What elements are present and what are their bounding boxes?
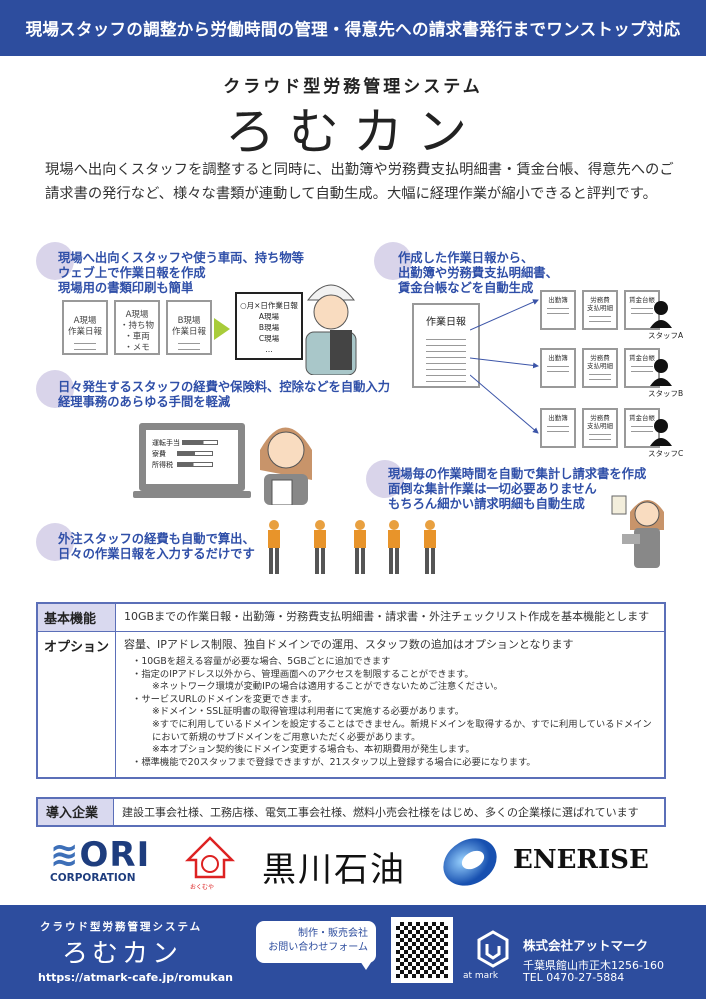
laptop-illustration: 運転手当 寮費 所得税 — [139, 423, 245, 491]
company-address: 千葉県館山市正木1256-160 — [523, 959, 664, 972]
option-note: ※本オプション契約後にドメイン変更する場合も、本初期費用が発生します。 — [152, 744, 475, 756]
footer-subtitle: クラウド型労務管理システム — [40, 921, 203, 933]
person-icon — [650, 359, 672, 386]
feature-1-text: 現場へ出向くスタッフや使う車両、持ち物等ウェブ上で作業日報を作成現場用の書類印刷… — [58, 251, 304, 295]
document-icon: B現場作業日報 — [166, 300, 212, 355]
okumuya-logo-text: おくむや — [190, 884, 215, 891]
document-icon: A現場・持ち物・車両・メモ — [114, 300, 160, 355]
worker-illustration — [305, 284, 357, 375]
arrow-right-icon — [214, 318, 230, 340]
option-note: ※ネットワーク環境が変動IPの場合は適用することができないためご注意ください。 — [152, 681, 503, 693]
option-text: 容量、IPアドレス制限、独自ドメインでの運用、スタッフ数の追加はオプションとなり… — [124, 638, 574, 651]
staff-document: 労務費支払明細 — [582, 348, 618, 388]
option-note: ※ドメイン・SSL証明書の取得管理は利用者にて実施する必要があります。 — [152, 706, 465, 718]
staff-document: 出勤簿 — [540, 348, 576, 388]
kurokawa-logo: 黒川石油 — [262, 850, 406, 890]
staff-label: スタッフB — [648, 389, 684, 398]
construction-worker-illustration — [388, 520, 400, 574]
footer-title: ろむカン — [62, 939, 183, 969]
company-tel: TEL 0470-27-5884 — [523, 971, 625, 984]
staff-label: スタッフC — [648, 449, 684, 458]
option-list: ・10GBを超える容量が必要な場合、5GBごとに追加できます ・指定のIPアドレ… — [132, 656, 656, 769]
footer: クラウド型労務管理システム ろむカン https://atmark-cafe.j… — [0, 905, 706, 999]
atmark-logo-icon — [477, 930, 509, 968]
daily-report-document: 作業日報 — [412, 303, 480, 388]
flow-arrows — [470, 299, 539, 434]
feature-4-text: 現場毎の作業時間を自動で集計し請求書を作成面倒な集計作業は一切必要ありませんもち… — [388, 467, 647, 511]
woman-illustration — [260, 427, 312, 505]
footer-url[interactable]: https://atmark-cafe.jp/romukan — [38, 971, 233, 984]
person-icon — [650, 419, 672, 446]
basic-text: 10GBまでの作業日報・出勤簿・労務費支払明細書・請求書・外注チェックリスト作成… — [115, 602, 666, 632]
qr-code[interactable] — [391, 917, 453, 983]
okumuya-logo — [185, 836, 235, 879]
ori-logo: ≋ORI CORPORATION — [50, 835, 151, 884]
construction-worker-illustration — [354, 520, 366, 574]
callout-circle — [374, 242, 412, 280]
option-item: ・10GBを超える容量が必要な場合、5GBごとに追加できます — [132, 656, 391, 667]
staff-document: 労務費支払明細 — [582, 408, 618, 448]
businesswoman-illustration — [611, 495, 664, 568]
callout-circle — [36, 242, 74, 280]
clients-text: 建設工事会社様、工務店様、電気工事会社様、燃料小売会社様をはじめ、多くの企業様に… — [122, 806, 639, 819]
banner-text: 現場スタッフの調整から労働時間の管理・得意先への請求書発行までワンストップ対応 — [25, 20, 681, 39]
enerise-logo: ENERISE — [513, 845, 649, 875]
lead-text: 現場へ出向くスタッフを調整すると同時に、出勤簿や労務費支払明細書・賃金台帳、得意… — [45, 162, 674, 202]
callout-circle — [366, 460, 404, 498]
option-item: ・標準機能で20スタッフまで登録できますが、21スタッフ以上登録する場合に必要に… — [132, 756, 536, 768]
bubble-tail — [360, 961, 372, 970]
contact-form-bubble[interactable]: 制作・販売会社お問い合わせフォーム — [256, 921, 376, 963]
clients-label: 導入企業 — [38, 799, 114, 825]
document-icon: A現場作業日報 — [62, 300, 108, 355]
staff-label: スタッフA — [648, 331, 684, 340]
person-icon — [650, 301, 672, 328]
construction-worker-illustration — [268, 520, 280, 574]
option-note: ※すでに利用しているドメインを設定することはできません。新規ドメインを取得するか… — [152, 718, 652, 743]
construction-worker-illustration — [424, 520, 436, 574]
product-title: ろむカン — [225, 103, 481, 161]
top-banner: 現場スタッフの調整から労働時間の管理・得意先への請求書発行までワンストップ対応 — [0, 0, 706, 56]
construction-worker-illustration — [314, 520, 326, 574]
feature-3-text: 作成した作業日報から、出勤簿や労務費支払明細書、賃金台帳などを自動生成 — [398, 251, 558, 295]
company-name: 株式会社アットマーク — [523, 938, 649, 953]
enerise-logo-mark — [443, 838, 497, 886]
callout-circle — [36, 370, 74, 408]
basic-label: 基本機能 — [36, 602, 117, 632]
staff-document: 出勤簿 — [540, 408, 576, 448]
staff-document: 労務費支払明細 — [582, 290, 618, 330]
product-subtitle: クラウド型労務管理システム — [223, 77, 483, 97]
option-label: オプション — [36, 631, 117, 779]
clients-row: 導入企業建設工事会社様、工務店様、電気工事会社様、燃料小売会社様をはじめ、多くの… — [36, 797, 666, 827]
option-item: ・指定のIPアドレス以外から、管理画面へのアクセスを制限することができます。 — [132, 668, 474, 680]
callout-circle — [36, 523, 74, 561]
atmark-logo-text: at mark — [463, 971, 499, 981]
option-item: ・サービスURLのドメインを変更できます。 — [132, 693, 317, 705]
feature-5-text: 外注スタッフの経費も自動で算出、日々の作業日報を入力するだけです — [58, 532, 255, 561]
feature-2-text: 日々発生するスタッフの経費や保険料、控除などを自動入力経理事務のあらゆる手間を軽… — [58, 380, 391, 409]
laptop-base — [133, 491, 251, 498]
staff-document: 出勤簿 — [540, 290, 576, 330]
expense-chart: 運転手当 寮費 所得税 — [146, 430, 238, 471]
